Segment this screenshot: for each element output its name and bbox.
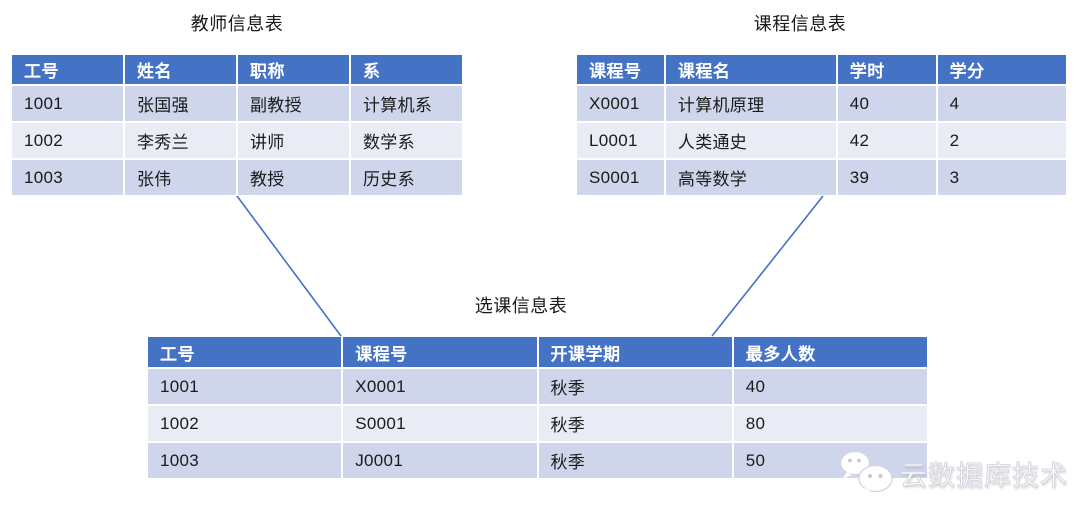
header-cell: 课程号 <box>343 337 537 367</box>
connector-course-to-enrollment <box>711 195 824 337</box>
table-cell: 秋季 <box>538 443 732 478</box>
table-cell: 副教授 <box>238 86 349 121</box>
table-cell: 40 <box>837 86 936 121</box>
watermark: 云数据库技术 <box>838 450 1068 496</box>
table-cell: 计算机原理 <box>665 86 836 121</box>
table-cell: 人类通史 <box>665 123 836 158</box>
table-cell: 李秀兰 <box>125 123 236 158</box>
table-cell: J0001 <box>343 443 537 478</box>
table-cell: 1001 <box>12 86 123 121</box>
table-cell: 历史系 <box>351 160 462 195</box>
header-cell: 学时 <box>837 55 936 84</box>
table-cell: 1002 <box>12 123 123 158</box>
header-cell: 最多人数 <box>733 337 927 367</box>
header-cell: 学分 <box>937 55 1066 84</box>
header-cell: 工号 <box>12 55 123 84</box>
teacher-table-title: 教师信息表 <box>190 14 284 34</box>
table-cell: 讲师 <box>238 123 349 158</box>
watermark-text: 云数据库技术 <box>900 460 1068 491</box>
table-cell: 1003 <box>148 443 342 478</box>
header-cell: 职称 <box>238 55 349 84</box>
table-cell: L0001 <box>577 123 664 158</box>
table-cell: 1001 <box>148 369 342 404</box>
table-cell: 4 <box>937 86 1066 121</box>
header-cell: 工号 <box>148 337 342 367</box>
header-cell: 课程号 <box>577 55 664 84</box>
course-table: 课程号 课程名 学时 学分 X0001 计算机原理 40 4 L0001 人类通… <box>577 55 1066 195</box>
table-cell: 2 <box>937 123 1066 158</box>
table-cell: 张伟 <box>125 160 236 195</box>
table-cell: 42 <box>837 123 936 158</box>
enrollment-table: 工号 课程号 开课学期 最多人数 1001 X0001 秋季 40 1002 S… <box>148 337 927 478</box>
table-cell: S0001 <box>343 406 537 441</box>
table-cell: 数学系 <box>351 123 462 158</box>
header-cell: 系 <box>351 55 462 84</box>
wechat-icon <box>839 450 893 495</box>
table-cell: 秋季 <box>538 369 732 404</box>
table-cell: 39 <box>837 160 936 195</box>
table-cell: 计算机系 <box>351 86 462 121</box>
table-cell: X0001 <box>343 369 537 404</box>
table-cell: 1002 <box>148 406 342 441</box>
table-cell: 40 <box>733 369 927 404</box>
connector-teacher-to-enrollment <box>236 195 342 337</box>
header-cell: 开课学期 <box>538 337 732 367</box>
table-cell: 秋季 <box>538 406 732 441</box>
header-cell: 姓名 <box>125 55 236 84</box>
table-cell: 1003 <box>12 160 123 195</box>
table-cell: 张国强 <box>125 86 236 121</box>
course-table-title: 课程信息表 <box>753 14 847 34</box>
teacher-table: 工号 姓名 职称 系 1001 张国强 副教授 计算机系 1002 李秀兰 讲师… <box>12 55 462 195</box>
table-cell: S0001 <box>577 160 664 195</box>
table-cell: 教授 <box>238 160 349 195</box>
table-cell: 3 <box>937 160 1066 195</box>
table-cell: 50 <box>733 443 927 478</box>
table-cell: 高等数学 <box>665 160 836 195</box>
enrollment-table-title: 选课信息表 <box>474 296 568 316</box>
table-cell: 80 <box>733 406 927 441</box>
table-cell: X0001 <box>577 86 664 121</box>
header-cell: 课程名 <box>665 55 836 84</box>
